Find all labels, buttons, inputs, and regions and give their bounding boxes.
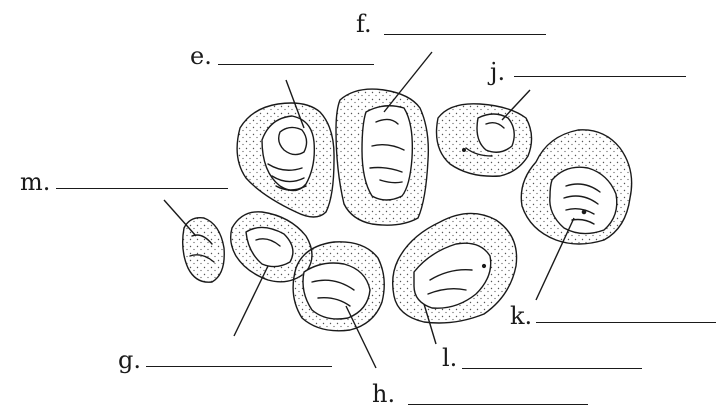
label-f: f.	[356, 12, 372, 36]
blank-e[interactable]	[218, 64, 374, 65]
leader-g	[234, 266, 268, 336]
blank-m[interactable]	[56, 188, 228, 189]
label-e: e.	[190, 44, 212, 68]
label-l: l.	[442, 346, 457, 370]
label-j: j.	[490, 60, 505, 84]
leader-m	[164, 200, 196, 236]
label-m: m.	[20, 170, 50, 194]
blank-f[interactable]	[384, 34, 546, 35]
label-k: k.	[510, 304, 532, 328]
bone-j	[437, 104, 532, 176]
blank-l[interactable]	[462, 368, 642, 369]
blank-k[interactable]	[536, 322, 716, 323]
bone-e	[237, 103, 334, 217]
bone-k	[521, 130, 631, 244]
bone-f	[336, 89, 428, 225]
blank-g[interactable]	[146, 366, 332, 367]
label-h: h.	[372, 382, 395, 406]
label-g: g.	[118, 348, 141, 372]
bone-h	[293, 242, 384, 331]
bone-l	[393, 213, 517, 323]
blank-h[interactable]	[408, 404, 588, 405]
blank-j[interactable]	[514, 76, 686, 77]
